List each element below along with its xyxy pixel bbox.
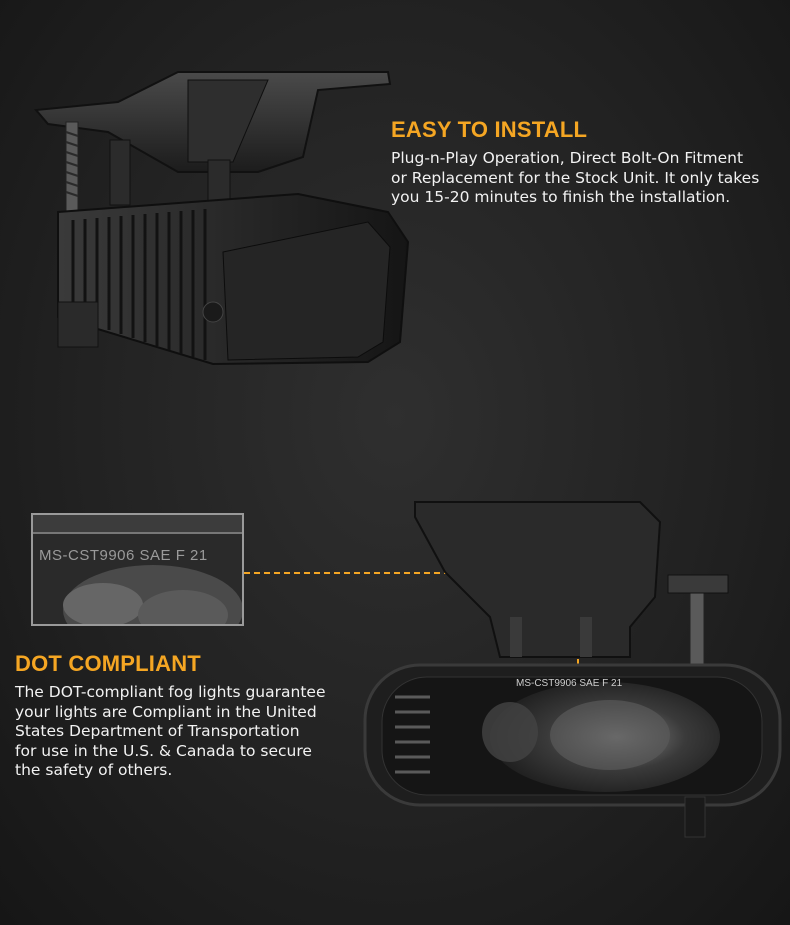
install-section: EASY TO INSTALL Plug-n-Play Operation, D… <box>391 117 759 208</box>
dot-line-3: States Department of Transportation <box>15 722 300 740</box>
install-line-2: or Replacement for the Stock Unit. It on… <box>391 168 760 187</box>
label-zoom-inset: MS-CST9906 SAE F 21 <box>31 513 244 626</box>
dot-section: DOT COMPLIANT The DOT-compliant fog ligh… <box>15 651 325 781</box>
inset-label-text: MS-CST9906 SAE F 21 <box>39 547 208 564</box>
dot-line-1: The DOT-compliant fog lights guarantee <box>15 683 326 701</box>
lens-label-text: MS-CST9906 SAE F 21 <box>516 678 623 689</box>
fog-light-front-image <box>363 501 782 838</box>
dot-heading: DOT COMPLIANT <box>15 651 201 676</box>
install-line-1: Plug-n-Play Operation, Direct Bolt-On Fi… <box>391 149 744 167</box>
fog-light-rear-image <box>33 71 410 366</box>
dot-line-5: the safety of others. <box>15 761 173 779</box>
install-line-3: you 15-20 minutes to finish the installa… <box>391 188 731 206</box>
dot-line-4: for use in the U.S. & Canada to secure <box>15 741 312 760</box>
install-heading: EASY TO INSTALL <box>391 117 588 142</box>
dot-line-2: your lights are Compliant in the United <box>15 702 317 721</box>
